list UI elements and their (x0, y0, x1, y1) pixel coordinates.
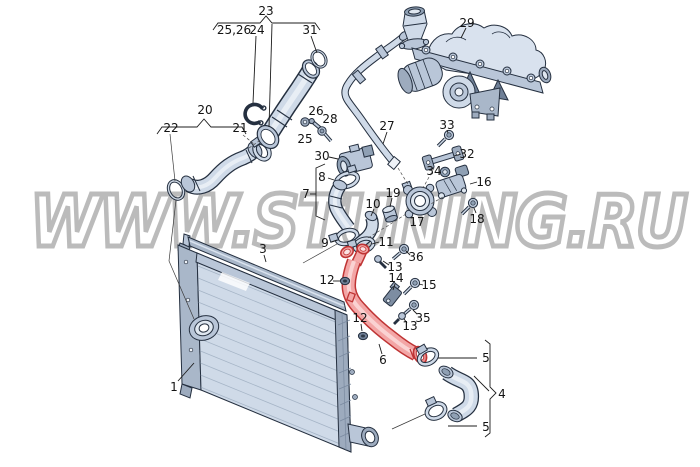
part-label-16-17: 16 (476, 175, 491, 189)
part-label-24-25: 24 (249, 23, 264, 37)
part-label-18-19: 18 (469, 212, 484, 226)
part-label-22-23: 22 (163, 121, 178, 135)
o-ring-31 (310, 49, 328, 69)
grommet-12-upper (339, 276, 351, 286)
part-label-21-22: 21 (232, 121, 247, 135)
bolt-28 (317, 126, 333, 143)
pressure-sensor-16 (435, 164, 470, 200)
part-label-35-37: 35 (415, 311, 430, 325)
clamp-5-upper (415, 343, 440, 367)
part-label-33-35: 33 (439, 118, 454, 132)
part-label-12-11: 12 (319, 273, 334, 287)
part-label-31-33: 31 (302, 23, 317, 37)
part-label-1-0: 1 (170, 380, 178, 394)
leader-lines (156, 15, 497, 438)
part-label-32-34: 32 (459, 147, 474, 161)
part-label-5-4: 5 (482, 420, 490, 434)
part-label-3-1: 3 (259, 242, 267, 256)
fasteners-25-26-28 (300, 117, 333, 143)
radiator-inlet-port (188, 315, 220, 341)
part-label-13-13: 13 (387, 260, 402, 274)
part-label-28-30: 28 (322, 112, 337, 126)
throttle-valve-17 (401, 180, 437, 219)
part-label-25-27: 25 (297, 132, 312, 146)
part-label-12-12: 12 (352, 311, 367, 325)
grommet-12-lower (357, 331, 369, 341)
sensor-bracket-14 (382, 281, 402, 307)
stud-13-upper (374, 255, 387, 269)
part-label-17-18: 17 (409, 215, 424, 229)
part-label-6-5: 6 (379, 353, 387, 367)
part-label-5-3: 5 (482, 351, 490, 365)
part-label-27-29: 27 (379, 119, 394, 133)
part-label-34-36: 34 (426, 164, 441, 178)
trim-strip (182, 233, 347, 312)
bracket-32 (421, 145, 465, 171)
part-label-9-8: 9 (321, 236, 329, 250)
part-label-15-16: 15 (421, 278, 436, 292)
intercooler-radiator (177, 242, 379, 453)
clamp-5-lower (424, 395, 448, 421)
part-label-23-24: 23 (258, 4, 273, 18)
radiator-outlet-stub (347, 423, 379, 448)
part-label-4-2: 4 (498, 387, 506, 401)
charge-pipe (243, 49, 328, 150)
part-label-26-28: 26 (308, 104, 323, 118)
bolt-15 (402, 277, 421, 296)
throttle-body-30 (336, 143, 375, 177)
part-label-10-9: 10 (365, 197, 380, 211)
charge-pipe-top-opening (301, 59, 321, 79)
stud-13-lower (393, 312, 406, 325)
part-label-19-20: 19 (385, 186, 400, 200)
part-label-30-32: 30 (314, 149, 329, 163)
bolt-18 (460, 197, 479, 216)
part-label-25,26-26: 25,26 (217, 23, 251, 37)
part-label-7-6: 7 (302, 187, 310, 201)
connector-hose-7 (328, 179, 355, 233)
part-label-20-21: 20 (197, 103, 212, 117)
part-label-36-38: 36 (408, 250, 423, 264)
fasteners-near-pipe-6 (374, 243, 421, 325)
retaining-clip-24 (243, 102, 267, 126)
bolt-33 (436, 129, 455, 148)
outlet-hose-4 (438, 365, 480, 423)
part-label-14-15: 14 (388, 271, 403, 285)
manifold-29 (397, 6, 552, 121)
part-label-13-14: 13 (402, 319, 417, 333)
bushing-19 (382, 205, 398, 223)
charge-pipe-mouth (256, 124, 280, 150)
part-label-11-10: 11 (378, 235, 393, 249)
part-label-29-31: 29 (459, 16, 474, 30)
part-label-8-7: 8 (318, 170, 326, 184)
